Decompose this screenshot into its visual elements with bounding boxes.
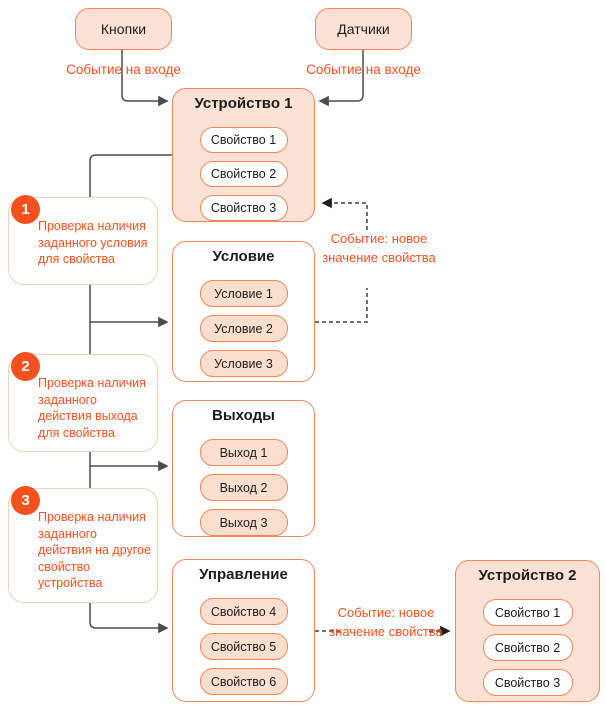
device2-property-3: Свойство 3 (482, 669, 573, 696)
note-3: 3 Проверка наличия заданного действия на… (8, 486, 158, 603)
note-1-text: Проверка наличия заданного условия для с… (38, 219, 148, 266)
control-property-5: Свойство 5 (199, 633, 288, 660)
output-3: Выход 3 (199, 509, 288, 536)
output-2: Выход 2 (199, 474, 288, 501)
condition-1: Условие 1 (199, 280, 288, 307)
note-3-text: Проверка наличия заданного действия на д… (38, 510, 151, 590)
dashed-condition-event-lower (315, 288, 368, 323)
node-buttons: Кнопки (75, 8, 172, 50)
note-1-number-badge: 1 (11, 195, 40, 224)
node-device1: Устройство 1 Свойство 1 Свойство 2 Свойс… (172, 88, 315, 222)
note-3-number-badge: 3 (11, 486, 40, 515)
device1-property-2: Свойство 2 (199, 161, 288, 187)
node-device1-title: Устройство 1 (194, 95, 293, 112)
note-1: 1 Проверка наличия заданного условия для… (8, 195, 158, 285)
note-2-text: Проверка наличия заданного действия выхо… (38, 376, 146, 440)
condition-2: Условие 2 (199, 315, 288, 342)
event-new-value-label-condition: Событие: новое значение свойства (322, 231, 436, 265)
node-control: Управление Свойство 4 Свойство 5 Свойств… (172, 559, 315, 702)
device2-property-1: Свойство 1 (482, 599, 573, 626)
control-property-4: Свойство 4 (199, 598, 288, 625)
node-device2: Устройство 2 Свойство 1 Свойство 2 Свойс… (455, 560, 600, 702)
node-outputs: Выходы Выход 1 Выход 2 Выход 3 (172, 400, 315, 537)
arrow-sensors-to-device1 (318, 50, 364, 107)
output-1: Выход 1 (199, 439, 288, 466)
device2-property-2: Свойство 2 (482, 634, 573, 661)
node-outputs-title: Выходы (212, 407, 275, 424)
input-event-label-right: Событие на входе (306, 62, 421, 77)
control-property-6: Свойство 6 (199, 668, 288, 695)
arrow-buttons-to-device1 (121, 50, 169, 107)
node-condition-title: Условие (212, 248, 275, 265)
node-control-title: Управление (199, 566, 288, 583)
node-buttons-label: Кнопки (100, 21, 147, 37)
node-condition: Условие Условие 1 Условие 2 Условие 3 (172, 241, 315, 382)
device1-property-3: Свойство 3 (199, 195, 288, 221)
node-sensors-label: Датчики (337, 21, 390, 37)
device1-property-1: Свойство 1 (199, 127, 288, 153)
dashed-condition-event-upper (321, 197, 368, 230)
note-2-number-badge: 2 (11, 352, 40, 381)
input-event-label-left: Событие на входе (66, 62, 181, 77)
note-2: 2 Проверка наличия заданного действия вы… (8, 352, 158, 452)
condition-3: Условие 3 (199, 350, 288, 377)
node-sensors: Датчики (315, 8, 412, 50)
node-device2-title: Устройство 2 (478, 567, 577, 584)
event-new-value-label-control: Событие: новое значение свойства (329, 605, 443, 639)
